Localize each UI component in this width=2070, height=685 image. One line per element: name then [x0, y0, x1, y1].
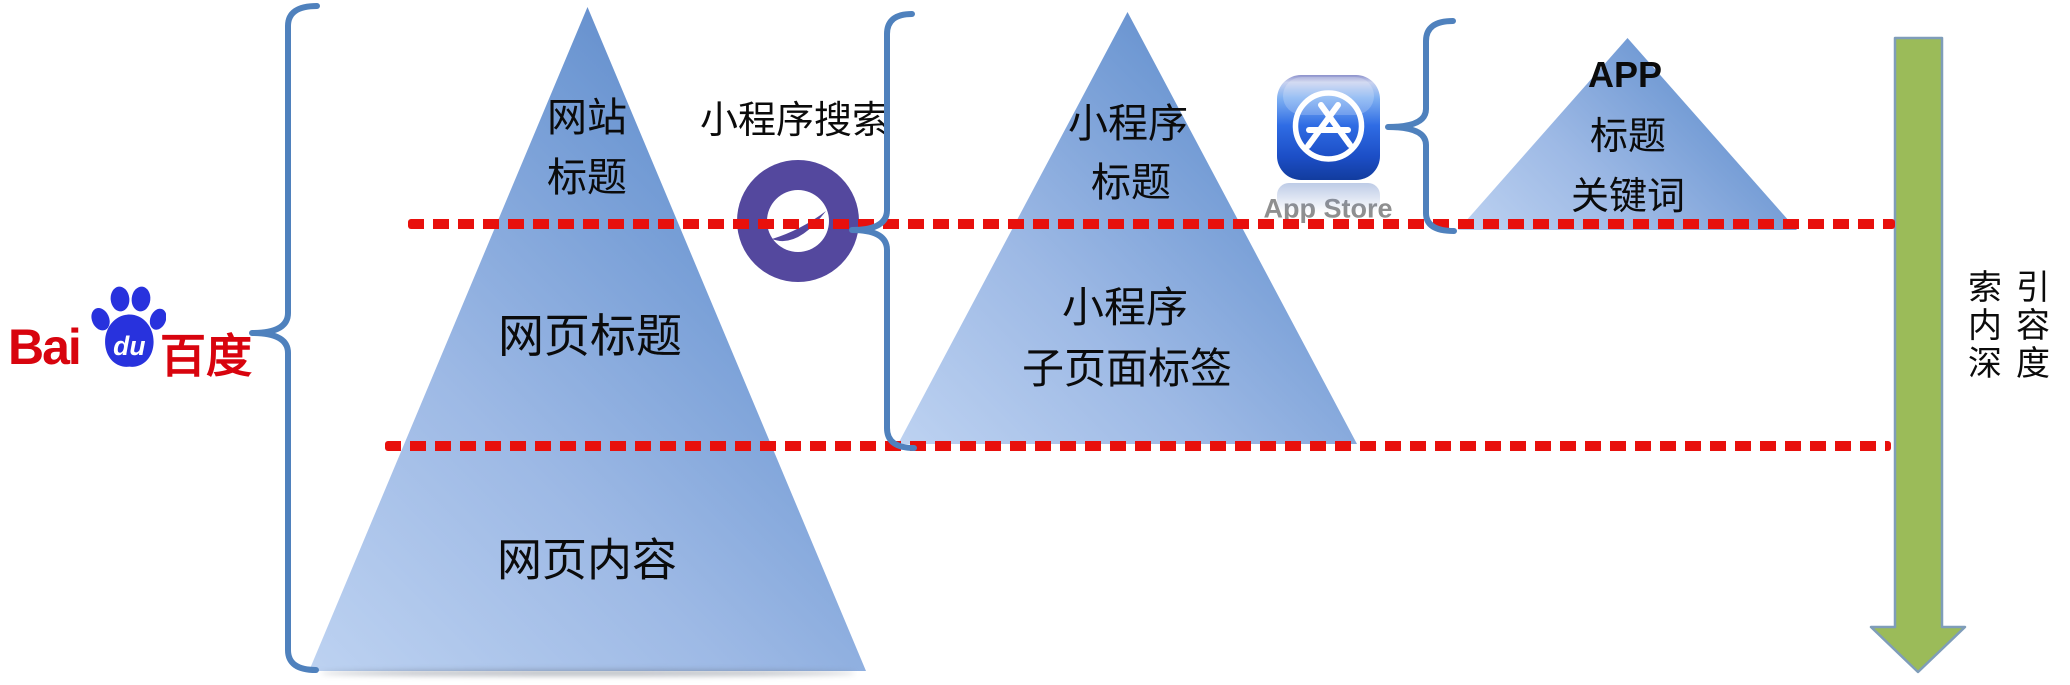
baidu-du-text: du — [113, 331, 145, 361]
app-level1-line3: 关键词 — [1570, 176, 1686, 218]
baidu-logo-cn-text: 百度 — [160, 330, 252, 382]
depth-line-2 — [385, 441, 1891, 451]
app-level1-line2: 标题 — [1589, 116, 1667, 158]
app-level1-line1: APP — [1587, 54, 1663, 95]
mini-program-brace — [849, 11, 917, 451]
mini-program-level2-line1: 小程序 — [1061, 286, 1189, 332]
axis-label-row2: 内容 — [1968, 308, 2064, 345]
index-depth-axis-label: 索引 内容 深度 — [1968, 270, 2064, 384]
baidu-level1-line1: 网站 — [547, 95, 627, 140]
axis-label-row1: 索引 — [1968, 270, 2064, 307]
axis-label-row3: 深度 — [1968, 346, 2064, 383]
baidu-logo-latin-text: Bai — [8, 319, 82, 375]
baidu-logo: Bai du 百度 — [8, 283, 258, 382]
baidu-brace — [249, 3, 320, 673]
app-store-brace — [1385, 18, 1457, 234]
index-depth-arrow — [1869, 36, 1967, 674]
baidu-level1-line2: 标题 — [547, 155, 627, 200]
mini-program-search-label: 小程序搜索 — [699, 100, 891, 142]
baidu-level3-label: 网页内容 — [496, 535, 678, 586]
app-store-icon — [1277, 75, 1380, 213]
pyramid-baidu-shadow — [320, 670, 856, 676]
depth-line-1 — [408, 219, 1895, 229]
baidu-paw-icon: du — [91, 286, 166, 367]
mini-program-level1-line2: 标题 — [1091, 160, 1171, 205]
baidu-level2-label: 网页标题 — [498, 311, 682, 362]
mini-program-level2-line2: 子页面标签 — [1021, 347, 1233, 393]
mini-program-level1-line1: 小程序 — [1068, 101, 1188, 146]
